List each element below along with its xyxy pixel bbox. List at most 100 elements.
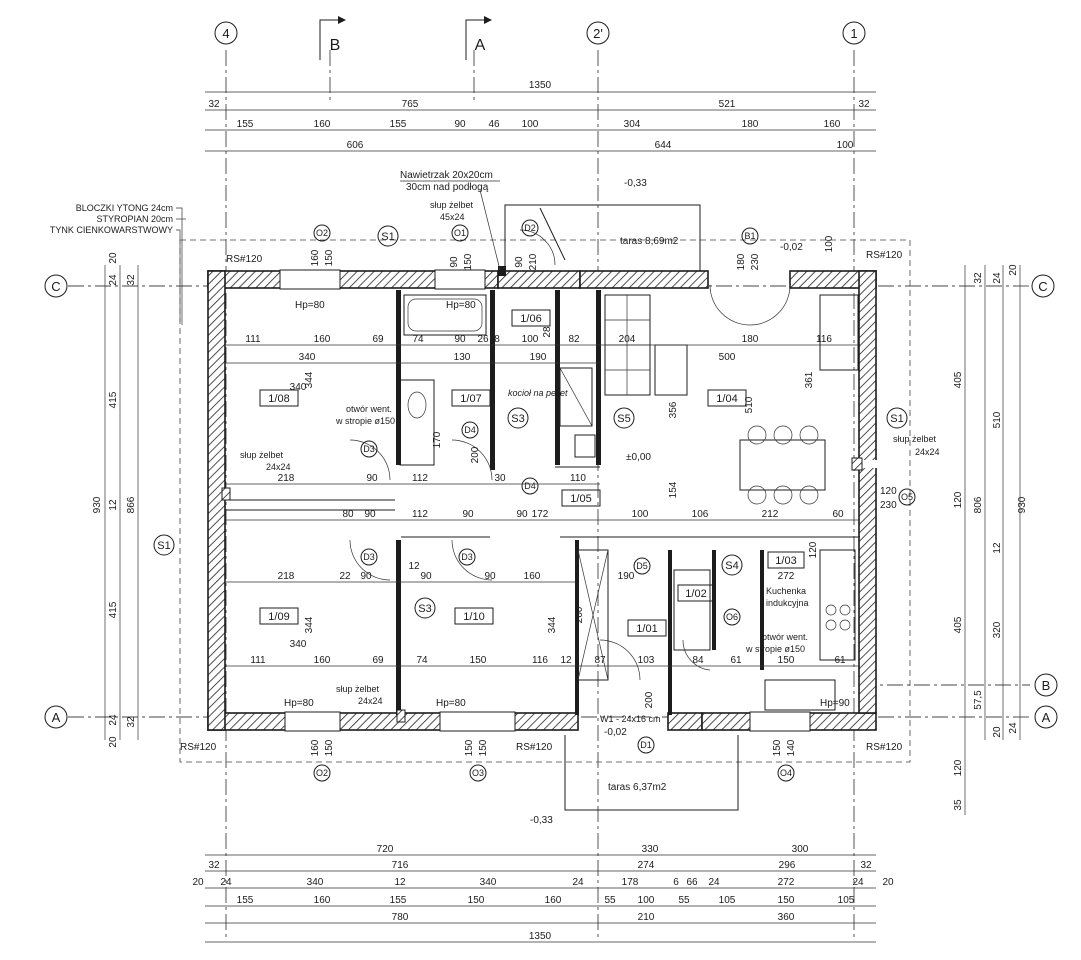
axis-label-2prime: 2' <box>593 26 603 41</box>
axis-bubble-b-right: B <box>1034 673 1058 697</box>
cooktop-counter <box>819 549 856 661</box>
svg-text:340: 340 <box>290 639 307 650</box>
svg-text:1/05: 1/05 <box>570 493 591 505</box>
tag-d3-a: D3 <box>360 440 378 458</box>
svg-text:606: 606 <box>347 140 364 151</box>
svg-text:1/06: 1/06 <box>520 313 541 325</box>
svg-text:30: 30 <box>494 473 506 484</box>
svg-text:510: 510 <box>744 396 755 413</box>
room-1-05: 1/05 <box>561 489 601 507</box>
svg-text:A: A <box>52 710 61 725</box>
svg-text:słup żelbet: słup żelbet <box>240 450 284 460</box>
svg-text:W1 - 24x16 cm: W1 - 24x16 cm <box>600 714 661 724</box>
svg-text:20: 20 <box>882 877 894 888</box>
svg-text:55: 55 <box>678 895 690 906</box>
dining-table <box>739 439 826 491</box>
right-dimensions: 405 120 405 510 806 12 320 930 32 24 20 … <box>953 264 1028 815</box>
svg-text:32: 32 <box>208 860 220 871</box>
svg-text:S1: S1 <box>157 540 170 552</box>
svg-text:866: 866 <box>126 496 137 513</box>
svg-text:S3: S3 <box>418 603 431 615</box>
svg-text:RS#120: RS#120 <box>226 254 263 265</box>
svg-text:90: 90 <box>462 509 474 520</box>
svg-text:1/02: 1/02 <box>685 588 706 600</box>
tag-o3-bottom: O3 <box>469 764 487 782</box>
svg-text:100: 100 <box>632 509 649 520</box>
opening-tags: O2 O1 O2 O3 O4 O5 O6 D2 B1 D3 D4 D5 D1 D… <box>313 219 916 782</box>
svg-text:120: 120 <box>953 491 964 508</box>
svg-text:90: 90 <box>420 571 432 582</box>
svg-text:D4: D4 <box>524 481 536 491</box>
svg-text:103: 103 <box>638 655 655 666</box>
bottom-dimensions: 720 330 300 32 716 274 296 32 20 24 340 … <box>192 844 894 943</box>
svg-text:24x24: 24x24 <box>266 462 291 472</box>
section-tags: S1 S1 S1 S3 S3 S5 S4 <box>153 225 908 619</box>
svg-text:45x24: 45x24 <box>440 212 465 222</box>
svg-text:405: 405 <box>953 371 964 388</box>
svg-text:765: 765 <box>402 99 419 110</box>
stair-closet <box>673 569 711 651</box>
svg-text:69: 69 <box>372 655 384 666</box>
tag-o1-top: O1 <box>451 224 469 242</box>
svg-text:160: 160 <box>545 895 562 906</box>
svg-text:150: 150 <box>778 655 795 666</box>
svg-text:112: 112 <box>412 509 428 520</box>
svg-text:-0,33: -0,33 <box>530 815 553 826</box>
svg-text:120: 120 <box>953 759 964 776</box>
svg-text:24: 24 <box>708 877 720 888</box>
svg-text:32: 32 <box>973 272 984 284</box>
svg-text:1/04: 1/04 <box>716 393 737 405</box>
svg-text:90: 90 <box>516 509 528 520</box>
svg-text:RS#120: RS#120 <box>866 250 903 261</box>
counter-right <box>819 294 859 371</box>
svg-text:344: 344 <box>304 371 315 388</box>
svg-text:20: 20 <box>192 877 204 888</box>
svg-text:O1: O1 <box>454 228 466 238</box>
svg-text:340: 340 <box>480 877 497 888</box>
section-marker-a: A <box>465 16 492 60</box>
svg-text:720: 720 <box>377 844 394 855</box>
room-1-09: 1/09 <box>259 607 299 625</box>
svg-text:słup żelbet: słup żelbet <box>430 200 474 210</box>
svg-text:82: 82 <box>568 334 580 345</box>
svg-text:111: 111 <box>250 655 266 666</box>
svg-text:69: 69 <box>372 334 384 345</box>
svg-text:155: 155 <box>237 895 254 906</box>
tag-s3-a: S3 <box>507 407 529 429</box>
svg-text:212: 212 <box>762 509 779 520</box>
svg-text:90: 90 <box>360 571 372 582</box>
svg-text:120: 120 <box>880 486 897 497</box>
room-labels: 1/08 1/07 1/06 1/04 1/05 1/09 1/10 1/01 … <box>259 309 805 637</box>
room-1-01: 1/01 <box>627 619 667 637</box>
svg-text:taras 6,37m2: taras 6,37m2 <box>608 782 667 793</box>
svg-text:155: 155 <box>390 895 407 906</box>
tag-s4: S4 <box>721 554 743 576</box>
svg-text:110: 110 <box>570 473 586 484</box>
svg-text:160: 160 <box>314 119 331 130</box>
room-1-02: 1/02 <box>677 584 715 602</box>
svg-text:A: A <box>1042 710 1051 725</box>
svg-text:O4: O4 <box>780 768 792 778</box>
svg-text:S3: S3 <box>511 413 524 425</box>
svg-text:178: 178 <box>622 877 639 888</box>
svg-text:272: 272 <box>778 877 795 888</box>
svg-text:12: 12 <box>992 542 1003 554</box>
svg-text:200: 200 <box>470 446 481 463</box>
svg-text:1/01: 1/01 <box>636 623 657 635</box>
svg-text:12: 12 <box>394 877 406 888</box>
svg-text:24: 24 <box>108 274 119 286</box>
svg-text:O2: O2 <box>316 768 328 778</box>
tag-o2-top: O2 <box>313 224 331 242</box>
wardrobe <box>577 549 609 681</box>
room-1-04: 1/04 <box>707 389 747 407</box>
svg-text:930: 930 <box>1017 496 1028 513</box>
svg-text:C: C <box>51 279 60 294</box>
svg-text:150: 150 <box>324 249 335 266</box>
svg-text:340: 340 <box>307 877 324 888</box>
svg-text:780: 780 <box>392 912 409 923</box>
svg-text:74: 74 <box>416 655 428 666</box>
svg-text:100: 100 <box>522 334 539 345</box>
tag-d1: D1 <box>637 736 655 754</box>
top-dimensions: 1350 32 765 521 32 155 160 155 90 46 100… <box>205 80 876 152</box>
svg-text:160: 160 <box>314 334 331 345</box>
